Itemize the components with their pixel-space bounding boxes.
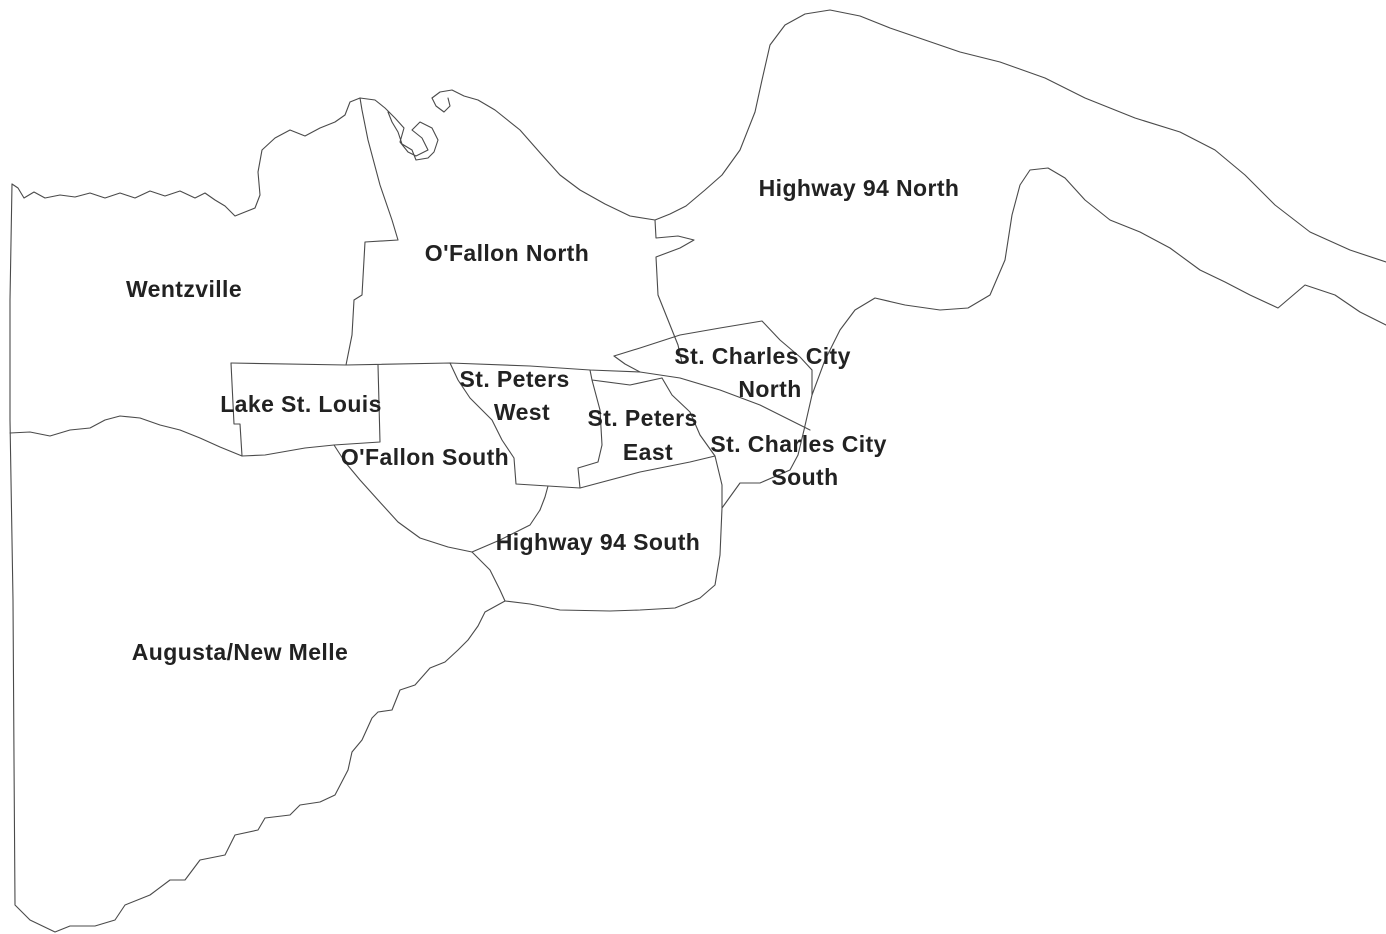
label-ofallon-north: O'Fallon North	[425, 240, 589, 266]
label-wentzville: Wentzville	[126, 276, 242, 302]
label-highway-94-north: Highway 94 North	[759, 175, 960, 201]
label-st-peters-east-line-1: St. Peters	[588, 405, 698, 431]
label-st-peters-east-line-2: East	[623, 439, 673, 465]
label-augusta-new-melle: Augusta/New Melle	[132, 639, 348, 665]
boundary-wentzville-ofallon-north	[345, 97, 399, 366]
label-lake-st-louis: Lake St. Louis	[220, 391, 382, 417]
label-wentzville-line-1: Wentzville	[126, 276, 242, 302]
label-st-charles-city-south-line-2: South	[771, 464, 838, 490]
label-ofallon-south: O'Fallon South	[341, 444, 509, 470]
region-labels: Highway 94 North O'Fallon North Wentzvil…	[126, 175, 959, 665]
boundary-ofallon-south-augusta	[333, 444, 506, 602]
boundary-st-peters-east-south	[547, 485, 581, 489]
boundary-outer-west	[9, 183, 506, 933]
label-st-peters-west: St. Peters West	[460, 366, 577, 425]
label-st-peters-west-line-2: West	[494, 399, 550, 425]
boundary-st-charles-south-west	[661, 377, 723, 509]
label-highway-94-south: Highway 94 South	[496, 529, 700, 555]
label-ofallon-south-line-1: O'Fallon South	[341, 444, 509, 470]
boundary-ofallon-north-loop-west	[431, 97, 451, 113]
boundary-ofallon-north-highway-94-north	[654, 219, 695, 364]
boundary-ofallon-north-river	[431, 9, 1386, 263]
boundary-ofallon-south-south	[471, 509, 541, 553]
label-st-charles-city-north: St. Charles City North	[674, 343, 857, 402]
boundary-st-peters-east	[577, 369, 716, 489]
label-lake-st-louis-line-1: Lake St. Louis	[220, 391, 382, 417]
label-st-charles-city-north-line-1: St. Charles City	[674, 343, 850, 369]
region-boundaries	[9, 9, 1386, 933]
label-st-charles-city-south-line-1: St. Charles City	[710, 431, 886, 457]
label-highway-94-north-line-1: Highway 94 North	[759, 175, 960, 201]
label-st-charles-city-north-line-2: North	[738, 376, 801, 402]
boundary-st-charles-city-north	[613, 320, 813, 396]
boundary-highway-94-north-south	[504, 167, 1386, 612]
boundary-st-peters-west	[449, 362, 549, 511]
label-ofallon-north-line-1: O'Fallon North	[425, 240, 589, 266]
label-st-peters-east: St. Peters East	[588, 405, 705, 465]
boundary-wentzville-augusta	[9, 415, 243, 457]
label-augusta-new-melle-line-1: Augusta/New Melle	[132, 639, 348, 665]
boundary-lake-st-louis-box	[230, 362, 381, 457]
label-highway-94-south-line-1: Highway 94 South	[496, 529, 700, 555]
boundary-ofallon-north-north	[359, 97, 439, 161]
label-st-peters-west-line-1: St. Peters	[460, 366, 570, 392]
boundary-st-charles-north-west	[613, 355, 641, 373]
boundary-lake-st-louis-north	[230, 362, 811, 431]
boundary-wentzville-north	[11, 97, 361, 217]
label-st-charles-city-south: St. Charles City South	[710, 431, 893, 490]
